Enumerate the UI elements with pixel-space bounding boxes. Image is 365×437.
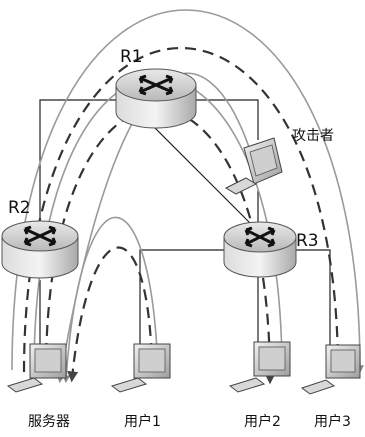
user1-keyboard-icon bbox=[112, 378, 146, 392]
link-r3-switch bbox=[140, 250, 225, 344]
router-r3-label: R3 bbox=[296, 231, 319, 251]
attacker-keyboard-icon bbox=[226, 178, 256, 194]
attacker-label: 攻击者 bbox=[292, 128, 334, 144]
user2-computer bbox=[230, 342, 290, 392]
router-r1-label: R1 bbox=[120, 47, 143, 67]
user1-label: 用户1 bbox=[124, 413, 161, 430]
user3-keyboard-icon bbox=[302, 380, 334, 394]
server-keyboard-icon bbox=[8, 378, 42, 392]
link-r1-attacker bbox=[190, 100, 258, 140]
user3-label: 用户3 bbox=[314, 413, 351, 430]
user2-keyboard-icon bbox=[230, 378, 264, 392]
user3-computer bbox=[302, 345, 360, 394]
router-r2-label: R2 bbox=[8, 198, 31, 218]
router-r3 bbox=[224, 222, 296, 277]
arc-outer-server-user3 bbox=[12, 10, 360, 370]
router-r2 bbox=[2, 221, 78, 278]
solid-path-arcs bbox=[12, 10, 360, 380]
attacker-computer bbox=[226, 138, 282, 194]
router-r1 bbox=[116, 69, 196, 128]
server-computer bbox=[8, 344, 66, 392]
user2-label: 用户2 bbox=[244, 413, 281, 430]
server-label: 服务器 bbox=[28, 414, 70, 430]
user1-computer bbox=[112, 344, 170, 392]
